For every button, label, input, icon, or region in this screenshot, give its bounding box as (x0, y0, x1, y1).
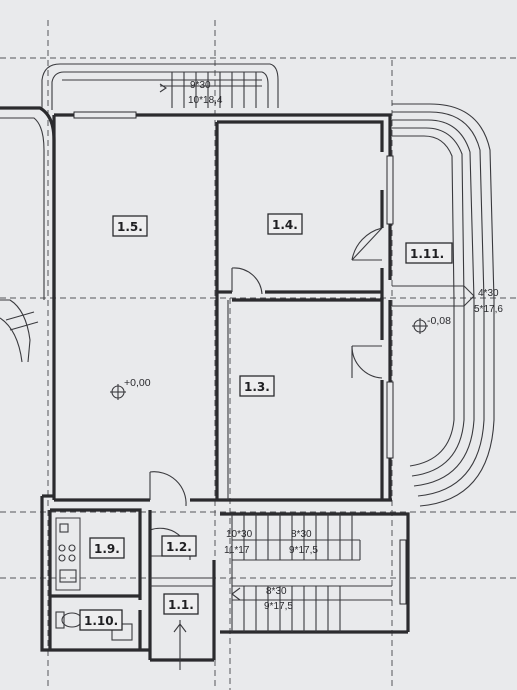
svg-text:1.10.: 1.10. (84, 614, 118, 628)
elevation-marker-main: +0,00 (110, 377, 151, 400)
svg-text:1.5.: 1.5. (117, 220, 143, 234)
service-block (40, 494, 410, 670)
room-label-1-11: 1.11. (405, 242, 453, 264)
inner-stair-label-3b: 9*17,5 (264, 601, 293, 612)
inner-stair-label-1b: 11*17 (224, 545, 250, 556)
inner-stair-label-3a: 8*30 (266, 586, 287, 597)
terrace-stair-label-b: 5*17,6 (474, 304, 503, 315)
svg-text:1.11.: 1.11. (410, 247, 444, 261)
svg-text:1.9.: 1.9. (94, 542, 120, 556)
exterior-walls (52, 111, 394, 502)
svg-text:1.3.: 1.3. (244, 380, 270, 394)
svg-text:1.1.: 1.1. (168, 598, 194, 612)
elevation-terrace-value: -0,08 (427, 315, 451, 327)
elevation-marker-terrace: -0,08 (412, 315, 451, 334)
room-label-1-3: 1.3. (239, 375, 275, 397)
top-stair-label-b: 10*18,4 (188, 95, 223, 106)
svg-text:1.2.: 1.2. (166, 540, 192, 554)
top-stair-label-a: 9*30 (190, 80, 211, 91)
room-label-1-5: 1.5. (112, 215, 148, 237)
svg-text:1.4.: 1.4. (272, 218, 298, 232)
interior-walls (215, 120, 384, 500)
inner-stair-label-1a: 10*30 (226, 529, 253, 540)
terrace-stair-label-a: 4*30 (478, 288, 499, 299)
room-label-1-10: 1.10. (79, 609, 123, 631)
inner-stair-label-2a: 8*30 (291, 529, 312, 540)
room-label-1-4: 1.4. (267, 213, 303, 235)
room-label-1-9: 1.9. (89, 537, 125, 559)
room-label-1-1: 1.1. (163, 593, 199, 615)
terrace: 4*30 5*17,6 (392, 103, 503, 507)
elevation-main-value: +0,00 (124, 377, 151, 389)
room-label-1-2: 1.2. (161, 535, 197, 557)
top-stair: 9*30 10*18,4 (41, 63, 279, 110)
inner-stair-label-2b: 9*17,5 (289, 545, 318, 556)
